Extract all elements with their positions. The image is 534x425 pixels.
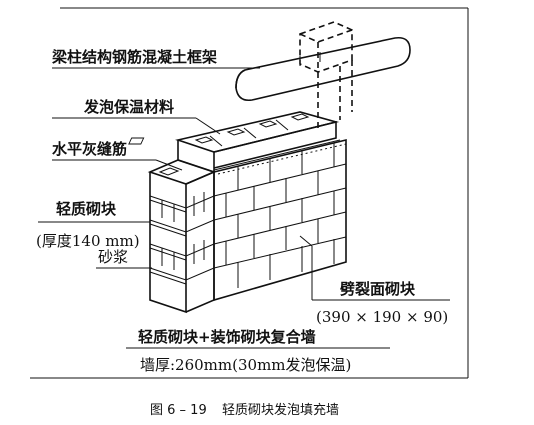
concrete-frame <box>235 21 411 128</box>
split-face-block-wall <box>213 138 347 302</box>
label-mortar: 砂浆 <box>98 248 128 266</box>
label-wall-thickness: 墙厚:260mm(30mm发泡保温) <box>140 356 351 374</box>
label-composite-wall: 轻质砌块+装饰砌块复合墙 <box>138 328 316 346</box>
label-foam-insulation: 发泡保温材料 <box>83 98 174 116</box>
label-split-face-size: (390 × 190 × 90) <box>316 308 448 326</box>
label-joint-rebar: 水平灰缝筋 <box>52 140 127 158</box>
foam-insulation <box>128 111 340 174</box>
lightweight-block-stack <box>147 159 217 314</box>
label-lightweight-block: 轻质砌块 <box>56 200 117 218</box>
horizontal-joint-rebar <box>213 139 347 175</box>
leader-lines <box>38 67 450 349</box>
label-concrete-frame: 梁柱结构钢筋混凝土框架 <box>51 48 217 66</box>
figure-title: 轻质砌块发泡填充墙 <box>222 402 339 418</box>
label-split-face-block: 劈裂面砌块 <box>340 280 416 298</box>
figure-number: 图 6 – 19 <box>150 403 207 418</box>
label-block-thickness: (厚度140 mm) <box>36 232 140 250</box>
